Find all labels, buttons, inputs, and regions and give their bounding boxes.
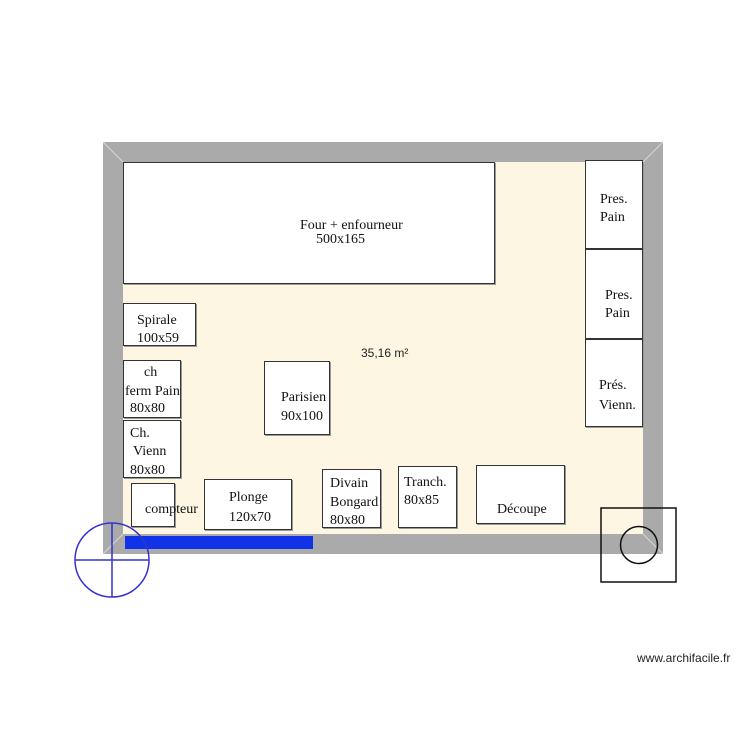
furniture-tranch[interactable]: Tranch. 80x85 <box>398 466 457 528</box>
item-label: Four + enfourneur <box>300 218 403 233</box>
item-label: Prés. <box>599 378 627 393</box>
item-dimensions: 500x165 <box>316 232 365 247</box>
item-label-2: Pain <box>605 306 630 321</box>
item-label-2: Pain <box>600 210 625 225</box>
item-dimensions: 120x70 <box>229 510 271 525</box>
item-label: Pres. <box>600 192 628 207</box>
item-label: Plonge <box>229 490 268 505</box>
item-label-2: Vienn <box>133 444 167 459</box>
item-label: Parisien <box>281 390 327 405</box>
furniture-plonge[interactable]: Plonge 120x70 <box>204 479 292 530</box>
furniture-parisien[interactable]: Parisien 90x100 <box>264 361 330 435</box>
furniture-four-enfourneur[interactable]: Four + enfourneur 500x165 <box>123 162 495 284</box>
watermark-link[interactable]: www.archifacile.fr <box>637 651 731 665</box>
item-label-2: Vienn. <box>599 398 636 413</box>
item-label: Divain <box>330 476 369 491</box>
square-circle-fixture-icon[interactable] <box>600 507 677 583</box>
item-label: ch <box>144 365 158 380</box>
furniture-pres-pain-1[interactable]: Pres. Pain <box>585 160 643 249</box>
furniture-pres-vienn[interactable]: Prés. Vienn. <box>585 339 643 427</box>
furniture-ch-vienn[interactable]: Ch. Vienn 80x80 <box>123 420 181 478</box>
item-dimensions: 80x80 <box>130 463 165 478</box>
item-label: Pres. <box>605 288 633 303</box>
blue-window-bar[interactable] <box>125 536 313 549</box>
furniture-divain-bongard[interactable]: Divain Bongard 80x80 <box>322 469 381 528</box>
wall-top[interactable] <box>103 142 663 162</box>
item-dimensions: 100x59 <box>137 331 179 346</box>
furniture-compteur[interactable]: compteur <box>131 483 198 527</box>
item-dimensions: 90x100 <box>281 409 323 424</box>
room-area-label: 35,16 m² <box>361 346 409 360</box>
item-dimensions: 80x80 <box>130 401 165 416</box>
wall-miter-lines <box>102 141 664 555</box>
item-label: Spirale <box>137 313 177 328</box>
item-label: Tranch. <box>404 475 447 490</box>
circle-crosshair-icon[interactable] <box>74 522 150 598</box>
furniture-pres-pain-2[interactable]: Pres. Pain <box>585 249 643 339</box>
item-label-2: Bongard <box>330 495 379 510</box>
item-label: Ch. <box>130 426 150 441</box>
item-dimensions: 80x85 <box>404 493 439 508</box>
item-label: Découpe <box>497 502 547 517</box>
furniture-decoupe[interactable]: Découpe <box>476 465 565 524</box>
item-dimensions: 80x80 <box>330 513 365 528</box>
item-label: compteur <box>145 502 198 517</box>
furniture-ch-ferm-pain[interactable]: ch ferm Pain 80x80 <box>123 360 181 418</box>
furniture-spirale[interactable]: Spirale 100x59 <box>123 303 196 346</box>
wall-right[interactable] <box>643 142 663 554</box>
wall-left[interactable] <box>103 142 123 554</box>
item-label-2: ferm Pain <box>125 384 180 399</box>
